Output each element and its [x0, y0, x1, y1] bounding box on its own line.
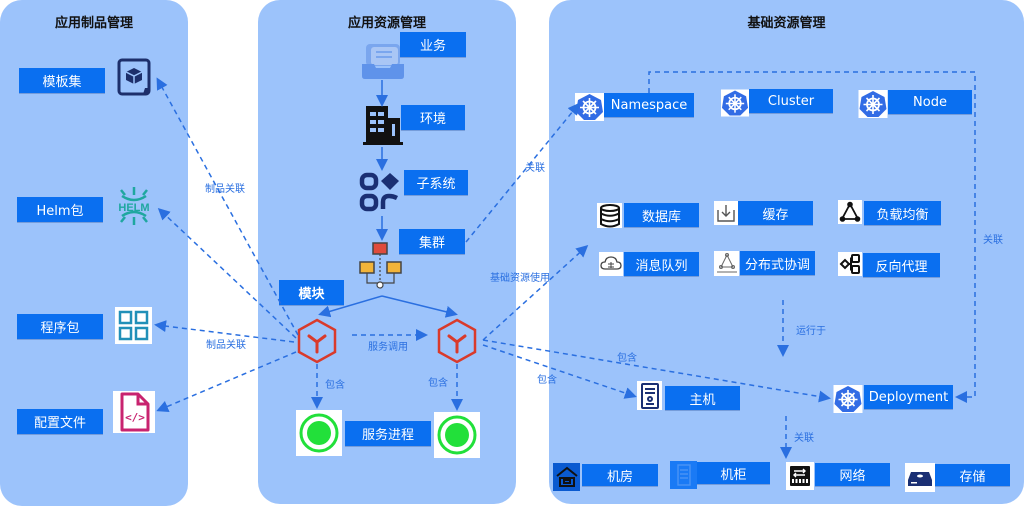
node-module[interactable]: 模块 [279, 280, 344, 305]
reverse-proxy-icon [838, 252, 862, 276]
edge-label-related: 关联 [983, 235, 1003, 246]
edge-label-related: 关联 [794, 433, 814, 444]
node-load-balancer[interactable]: 负载均衡 [864, 201, 941, 225]
node-template-set[interactable]: 模板集 [19, 68, 105, 93]
node-host[interactable]: 主机 [665, 386, 740, 410]
node-namespace[interactable]: Namespace [604, 93, 694, 117]
kubernetes-icon [832, 385, 864, 413]
svg-text:</>: </> [125, 411, 145, 424]
node-service-process[interactable]: 服务进程 [345, 421, 431, 446]
node-datacenter[interactable]: 机房 [582, 464, 658, 486]
kubernetes-icon [575, 93, 604, 121]
node-subsystem[interactable]: 子系统 [404, 170, 468, 195]
edge-label-contains: 包含 [617, 353, 637, 364]
node-k8s-node[interactable]: Node [888, 90, 972, 114]
svg-text:HELM: HELM [118, 202, 149, 214]
process-circle-icon [434, 412, 480, 458]
node-storage[interactable]: 存储 [935, 464, 1010, 486]
module-hexagon-icon [436, 318, 478, 364]
edge-label-contains: 包含 [537, 375, 557, 386]
node-helm-package[interactable]: Helm包 [17, 197, 103, 222]
node-reverse-proxy[interactable]: 反向代理 [863, 253, 940, 277]
node-cache[interactable]: 缓存 [738, 201, 813, 225]
datacenter-house-icon [553, 463, 580, 491]
node-program-package[interactable]: 程序包 [17, 314, 103, 339]
building-icon [362, 104, 404, 146]
kubernetes-icon [721, 89, 749, 117]
edge-label-infra-usage: 基础资源使用 [490, 273, 550, 284]
node-distributed-coordination[interactable]: 分布式协调 [740, 251, 815, 275]
panel-title: 应用制品管理 [54, 16, 133, 31]
edge-label-artifact-link: 制品关联 [206, 340, 246, 351]
package-grid-icon [115, 307, 152, 344]
edge-label-artifact-link: 制品关联 [205, 184, 245, 195]
node-message-queue[interactable]: 消息队列 [624, 252, 699, 276]
edge-label-contains: 包含 [428, 378, 448, 389]
subsystem-apps-icon [359, 170, 403, 214]
node-config-file[interactable]: 配置文件 [17, 409, 103, 434]
edge-label-service-call: 服务调用 [368, 342, 408, 353]
node-k8s-cluster[interactable]: Cluster [749, 89, 833, 113]
cluster-network-icon [357, 241, 405, 291]
node-rack[interactable]: 机柜 [697, 462, 770, 484]
process-circle-icon [296, 410, 342, 456]
node-cluster[interactable]: 集群 [399, 229, 465, 254]
database-icon [597, 203, 622, 228]
node-database[interactable]: 数据库 [624, 203, 699, 227]
kubernetes-icon [858, 90, 888, 118]
host-server-icon [637, 381, 662, 410]
business-inbox-icon [360, 42, 406, 80]
module-hexagon-icon [296, 318, 338, 364]
panel-title: 基础资源管理 [747, 16, 826, 31]
cache-download-icon [714, 201, 738, 225]
load-balance-triangle-icon [838, 200, 862, 224]
rack-cabinet-icon [670, 461, 697, 489]
storage-disk-icon [905, 463, 935, 492]
panel-title: 应用资源管理 [347, 16, 426, 31]
distributed-coord-icon [714, 251, 739, 276]
edge-label-contains: 包含 [325, 380, 345, 391]
node-deployment[interactable]: Deployment [864, 385, 953, 409]
network-switch-icon [786, 462, 814, 490]
node-network[interactable]: 网络 [815, 463, 890, 486]
edge-label-runs-on: 运行于 [796, 326, 826, 337]
template-set-icon [117, 58, 153, 98]
node-environment[interactable]: 环境 [401, 105, 465, 130]
node-business[interactable]: 业务 [400, 32, 466, 57]
message-queue-cloud-icon [599, 252, 623, 276]
helm-icon: HELM [112, 184, 156, 228]
config-file-code-icon: </> [113, 391, 155, 433]
edge-label-related: 关联 [525, 163, 545, 174]
